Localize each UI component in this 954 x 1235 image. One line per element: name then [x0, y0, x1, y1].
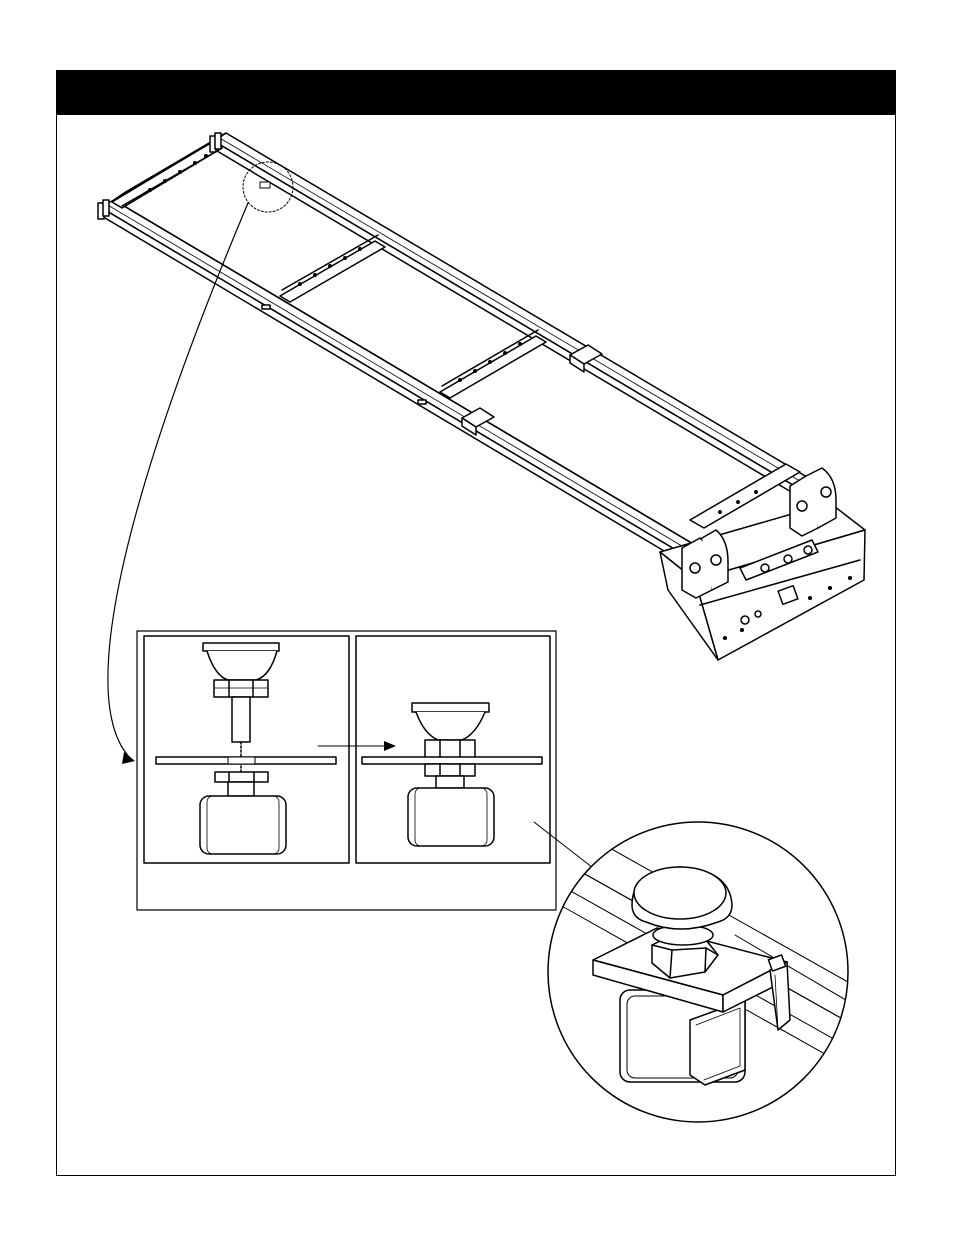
- magnified-fastener-view: [548, 820, 880, 1122]
- cross-member-2: [440, 330, 546, 398]
- detail-box: [137, 631, 556, 910]
- chassis-frame: [98, 133, 865, 660]
- cross-member-1: [280, 235, 385, 302]
- before-panel: [144, 636, 349, 863]
- leader-arrowhead: [122, 752, 135, 764]
- splice-sleeves: [462, 345, 602, 435]
- front-cross-plate: [112, 133, 226, 208]
